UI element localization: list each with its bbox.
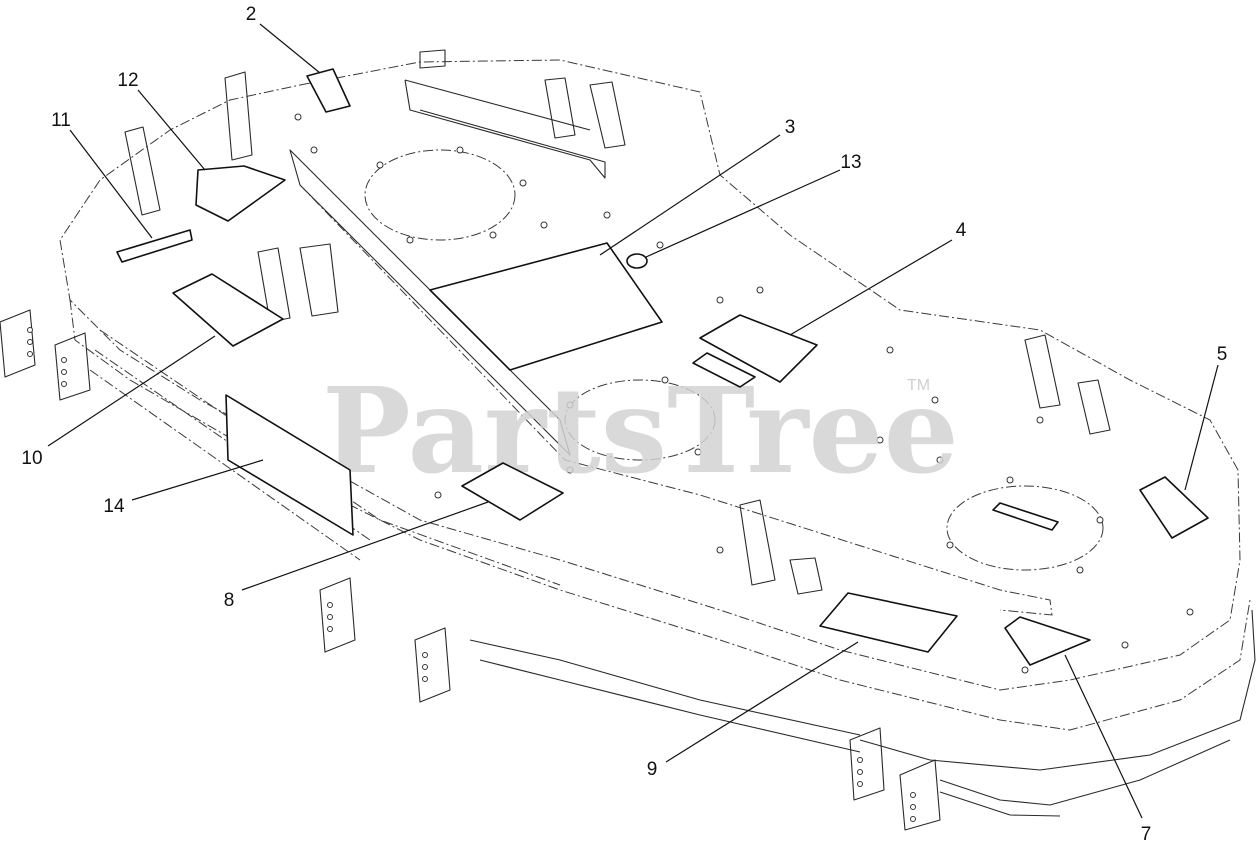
leader-8 xyxy=(241,501,489,591)
callout-9: 9 xyxy=(647,759,658,780)
decal-12 xyxy=(195,165,286,222)
leader-13 xyxy=(645,169,841,258)
watermark: PartsTree TM xyxy=(322,361,959,500)
deck-skirt-lower xyxy=(859,609,1256,771)
decal-14 xyxy=(225,394,354,536)
decal-5 xyxy=(1139,476,1209,539)
decal-4-lower xyxy=(692,352,756,388)
front-rail xyxy=(469,639,861,753)
deck-channel-edge xyxy=(299,184,1053,616)
decal-8 xyxy=(461,462,564,521)
decal-2 xyxy=(306,68,351,113)
blade-opening-left xyxy=(364,149,516,241)
hitch-plate-front-d xyxy=(899,759,941,831)
deck-holes xyxy=(27,113,1194,822)
front-bumper xyxy=(939,739,1231,817)
callout-8: 8 xyxy=(224,590,235,611)
callout-11: 11 xyxy=(51,110,71,131)
decal-13 xyxy=(626,253,648,269)
bracket-mid xyxy=(257,243,339,323)
decals xyxy=(116,68,1209,666)
bracket-rear-left-b xyxy=(124,126,161,216)
watermark-brand: PartsTree xyxy=(322,361,959,500)
callout-4: 4 xyxy=(956,220,967,241)
leader-5 xyxy=(1184,364,1219,491)
decal-4-upper xyxy=(699,314,818,383)
deck-linework xyxy=(0,49,1256,831)
hitch-plate-front-c xyxy=(849,727,885,801)
decal-7 xyxy=(1004,616,1091,666)
callout-7: 7 xyxy=(1141,824,1152,845)
leader-12 xyxy=(137,89,206,171)
rear-pulley-cap xyxy=(419,49,446,69)
bracket-rear-right xyxy=(544,77,626,149)
leader-7 xyxy=(1064,654,1143,819)
decal-slot xyxy=(992,502,1059,531)
callout-10: 10 xyxy=(21,448,42,469)
hitch-plate-left-a xyxy=(0,309,36,378)
callout-2: 2 xyxy=(246,4,257,25)
callout-13: 13 xyxy=(840,152,861,173)
callout-14: 14 xyxy=(103,496,125,517)
deck-skirt xyxy=(69,299,1251,731)
leader-10 xyxy=(47,335,216,447)
leader-lines xyxy=(47,23,1219,819)
decal-10 xyxy=(172,273,284,347)
leader-9 xyxy=(665,641,859,763)
leader-3 xyxy=(599,134,781,256)
hitch-plate-left-b xyxy=(54,332,91,401)
bracket-right-rear xyxy=(1024,334,1111,435)
decal-3 xyxy=(429,242,663,371)
hitch-plate-front-b xyxy=(414,627,451,703)
callout-labels: 2 3 4 5 7 8 9 10 11 12 13 14 xyxy=(21,4,1227,845)
blade-opening-right xyxy=(946,485,1104,571)
leader-14 xyxy=(131,459,264,501)
deck-top-outline xyxy=(59,59,1241,691)
blade-opening-center xyxy=(564,379,716,461)
callout-5: 5 xyxy=(1217,344,1228,365)
bracket-front-mid xyxy=(739,499,823,595)
decal-11 xyxy=(116,229,193,263)
callout-12: 12 xyxy=(117,70,138,91)
hitch-plate-front-a xyxy=(319,577,356,653)
decal-9 xyxy=(819,592,958,653)
watermark-trademark: TM xyxy=(907,377,930,394)
leader-4 xyxy=(789,239,953,336)
leader-11 xyxy=(69,129,153,239)
callout-3: 3 xyxy=(785,117,796,138)
leader-2 xyxy=(259,23,321,74)
bracket-rear-left-a xyxy=(224,71,253,161)
rear-housing xyxy=(404,79,606,179)
